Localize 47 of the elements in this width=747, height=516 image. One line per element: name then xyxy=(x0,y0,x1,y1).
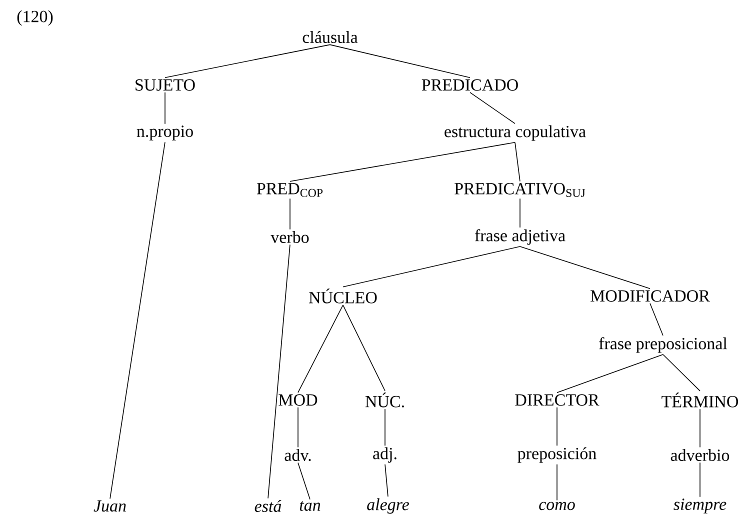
tree-label: adv. xyxy=(284,448,311,461)
tree-branch xyxy=(384,464,388,497)
tree-branch xyxy=(110,142,166,500)
tree-branch xyxy=(330,44,470,78)
tree-branch xyxy=(268,244,290,499)
tree-label: TÉRMINO xyxy=(662,392,738,408)
tree-label: preposición xyxy=(518,447,596,463)
tree-label: DIRECTOR xyxy=(515,394,600,406)
tree-label: MODIFICADOR xyxy=(590,290,710,302)
word: como xyxy=(539,502,575,510)
tree-label: NÚCLEO xyxy=(309,288,377,304)
tree-branch xyxy=(520,246,650,289)
tree-label: frase adjetiva xyxy=(474,229,566,245)
word: tan xyxy=(300,501,320,511)
word: está xyxy=(254,500,282,512)
tree-label: PREDICADO xyxy=(422,79,518,91)
tree-label: cláusula xyxy=(302,31,358,43)
tree-branch xyxy=(342,246,520,288)
word: siempre xyxy=(674,498,726,514)
tree-label: frase preposicional xyxy=(599,337,728,353)
tree-label: n.propio xyxy=(136,126,193,140)
tree-branch xyxy=(164,92,166,124)
tree-label: verbo xyxy=(270,231,309,243)
tree-branch xyxy=(514,142,520,182)
tree-branch xyxy=(290,142,516,182)
tree-label: PRED$_{COP}$ xyxy=(256,183,323,197)
tree-label: NÚC. xyxy=(365,392,404,408)
tree-label: MOD xyxy=(278,394,318,406)
tree-branch xyxy=(298,462,310,500)
tree-label: adverbio xyxy=(670,449,730,461)
tree-label: SUJETO xyxy=(136,79,195,91)
tree-label: adj. xyxy=(373,447,396,463)
example-number: (120) xyxy=(17,10,53,26)
tree-branch xyxy=(384,408,386,446)
tree-branch xyxy=(298,304,344,393)
tree-branch xyxy=(164,44,330,78)
tree-label: estructura copulativa xyxy=(444,125,586,141)
tree-branch xyxy=(662,354,700,392)
tree-branch xyxy=(556,407,558,446)
tree-branch xyxy=(470,92,516,124)
word: alegre xyxy=(367,498,410,514)
word: Juan xyxy=(94,500,126,512)
tree-branch xyxy=(650,303,664,336)
tree-label: PREDICATIVO$_{SUJ}$ xyxy=(454,183,586,197)
tree-branch xyxy=(556,464,558,501)
tree-branch xyxy=(556,354,664,393)
tree-branch xyxy=(342,304,386,392)
